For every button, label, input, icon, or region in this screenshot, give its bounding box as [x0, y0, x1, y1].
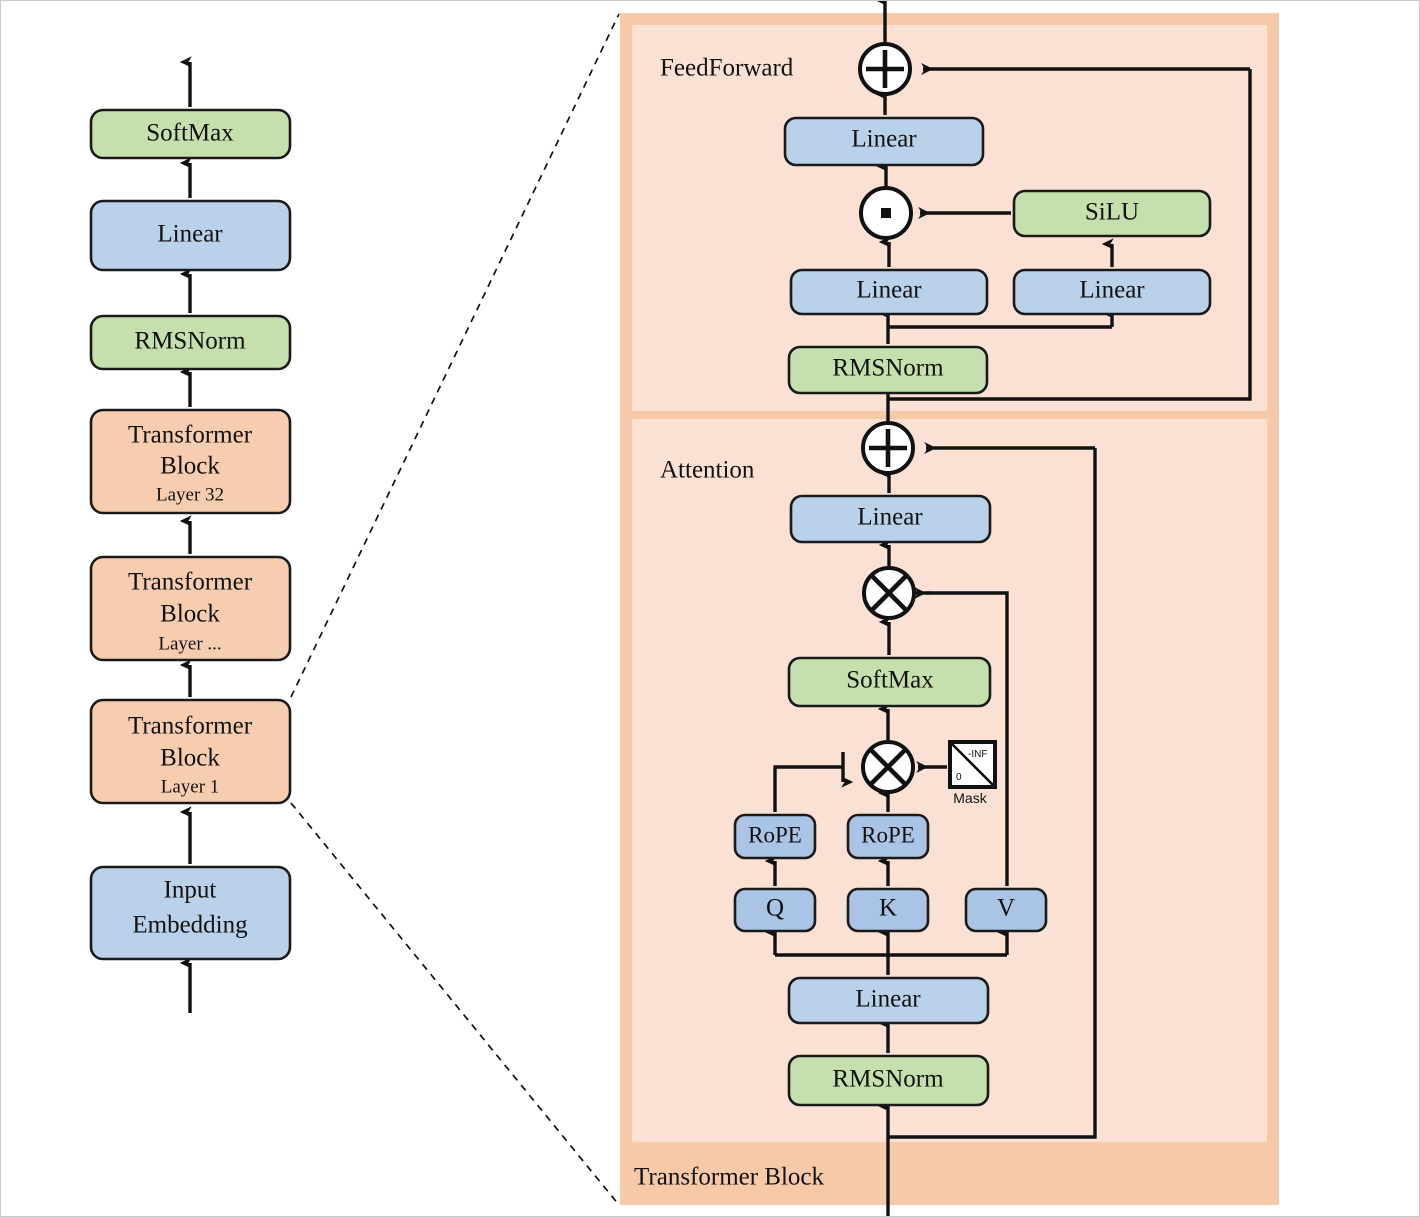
attn-rope-k-box[interactable] [846, 813, 930, 860]
attn-linear-out-box[interactable] [789, 494, 992, 544]
attn-v-label: V [997, 895, 1015, 922]
attn-rmsnorm-box[interactable] [787, 1054, 990, 1107]
linear-head-label: Linear [157, 221, 223, 248]
ff-linear-up-node[interactable]: Linear [1012, 268, 1212, 316]
attn-mask-node[interactable]: 0 -INF Mask [948, 740, 997, 806]
callout-connectors [290, 13, 620, 1206]
attn-v-node[interactable]: V [964, 887, 1048, 933]
rmsnorm-final-box[interactable] [89, 314, 292, 371]
transformer-block-mid-box[interactable] [89, 555, 292, 662]
stack-node-transformer-block-1[interactable]: Transformer Block Layer 1 [89, 698, 292, 805]
attn-qk-matmul-op[interactable] [861, 740, 915, 794]
ff-linear-out-label: Linear [851, 126, 917, 153]
softmax-top-label: SoftMax [146, 120, 234, 147]
attn-q-label: Q [766, 895, 784, 922]
mask-diagonal [951, 743, 994, 786]
stack-node-input-embedding[interactable]: Input Embedding [89, 865, 292, 961]
attn-softmax-label: SoftMax [846, 667, 934, 694]
transformer-block-32-label-line1: Transformer [128, 422, 253, 449]
attn-linear-out-label: Linear [857, 504, 923, 531]
attn-rope-k-label: RoPE [861, 822, 915, 847]
attn-rope-q-box[interactable] [733, 813, 817, 860]
transformer-block-32-box[interactable] [89, 408, 292, 515]
ff-linear-out-node[interactable]: Linear [783, 116, 985, 167]
stack-node-transformer-block-mid[interactable]: Transformer Block Layer ... [89, 555, 292, 662]
ff-linear-up-box[interactable] [1012, 268, 1212, 316]
attn-linear-qkv-node[interactable]: Linear [787, 976, 990, 1025]
attention-panel-title: Attention [660, 457, 755, 484]
input-embedding-label-line2: Embedding [132, 912, 248, 939]
transformer-block-1-label-line2: Block [160, 745, 220, 772]
attn-q-node[interactable]: Q [733, 887, 817, 933]
ff-linear-gate-label: Linear [856, 277, 922, 304]
v-to-av-matmul-path [926, 591, 1009, 886]
callout-line-upper [290, 13, 620, 698]
ff-silu-node[interactable]: SiLU [1012, 189, 1212, 238]
attn-q-box[interactable] [733, 887, 817, 933]
input-embedding-box[interactable] [89, 865, 292, 961]
transformer-block-32-label-line2: Block [160, 453, 220, 480]
detail-container-label: Transformer Block [634, 1164, 825, 1191]
ff-linear-out-box[interactable] [783, 116, 985, 167]
ff-mul-dot-glyph [881, 208, 891, 218]
attn-rmsnorm-label: RMSNorm [832, 1066, 944, 1093]
attn-v-box[interactable] [964, 887, 1048, 933]
stack-node-linear-head[interactable]: Linear [89, 199, 292, 272]
mask-lower-value: 0 [956, 772, 962, 783]
attention-residual-path [888, 448, 1097, 1139]
attn-rope-k-node[interactable]: RoPE [846, 813, 930, 860]
ff-rmsnorm-node[interactable]: RMSNorm [787, 345, 989, 395]
feedforward-panel-contents: FeedForward RMSNorm Linear Linear [660, 0, 1212, 395]
ff-linear-up-label: Linear [1079, 277, 1145, 304]
input-embedding-label-line1: Input [164, 877, 217, 904]
callout-line-lower [290, 802, 620, 1206]
ff-silu-label: SiLU [1085, 199, 1139, 226]
attn-linear-qkv-label: Linear [855, 986, 921, 1013]
ff-linear-gate-node[interactable]: Linear [789, 268, 989, 316]
transformer-block-mid-label-line2: Block [160, 601, 220, 628]
attn-rope-q-label: RoPE [748, 822, 802, 847]
transformer-block-1-label-line1: Transformer [128, 713, 253, 740]
attn-linear-out-node[interactable]: Linear [789, 494, 992, 544]
ff-linear-gate-box[interactable] [789, 268, 989, 316]
softmax-top-box[interactable] [89, 108, 292, 160]
transformer-block-1-box[interactable] [89, 698, 292, 805]
ff-elementwise-mul-op[interactable] [859, 186, 913, 240]
transformer-block-mid-label-line1: Transformer [128, 569, 253, 596]
attn-rmsnorm-node[interactable]: RMSNorm [787, 1054, 990, 1107]
mask-caption: Mask [953, 790, 987, 806]
rope-q-to-matmul-path [773, 765, 843, 812]
stack-node-softmax-top[interactable]: SoftMax [89, 108, 292, 160]
transformer-block-1-sublabel: Layer 1 [161, 776, 220, 797]
feedforward-panel-title: FeedForward [660, 55, 794, 82]
linear-head-box[interactable] [89, 199, 292, 272]
attention-residual-add-op[interactable] [861, 421, 915, 475]
attn-softmax-node[interactable]: SoftMax [787, 656, 992, 708]
feedforward-residual-path [888, 69, 1252, 401]
transformer-block-mid-sublabel: Layer ... [158, 633, 221, 654]
feedforward-residual-add-op[interactable] [858, 42, 912, 96]
ff-rmsnorm-box[interactable] [787, 345, 989, 395]
stack-node-rmsnorm-final[interactable]: RMSNorm [89, 314, 292, 371]
transformer-block-32-sublabel: Layer 32 [156, 484, 224, 505]
ff-rmsnorm-label: RMSNorm [832, 355, 944, 382]
attn-av-matmul-op[interactable] [862, 566, 916, 620]
attn-rope-q-node[interactable]: RoPE [733, 813, 817, 860]
attn-k-box[interactable] [846, 887, 930, 933]
mask-upper-value: -INF [968, 749, 987, 760]
attn-k-label: K [879, 895, 897, 922]
av-matmul-glyph-b [870, 574, 908, 612]
attn-k-node[interactable]: K [846, 887, 930, 933]
attention-panel-contents: Attention RMSNorm Linear Q [660, 421, 1048, 1107]
rmsnorm-final-label: RMSNorm [134, 328, 246, 355]
ff-silu-box[interactable] [1012, 189, 1212, 238]
stack-node-transformer-block-32[interactable]: Transformer Block Layer 32 [89, 408, 292, 515]
attn-softmax-box[interactable] [787, 656, 992, 708]
qk-matmul-glyph-b [869, 748, 907, 786]
model-stack: Input Embedding Transformer Block Layer … [89, 56, 292, 1013]
attn-linear-qkv-box[interactable] [787, 976, 990, 1025]
